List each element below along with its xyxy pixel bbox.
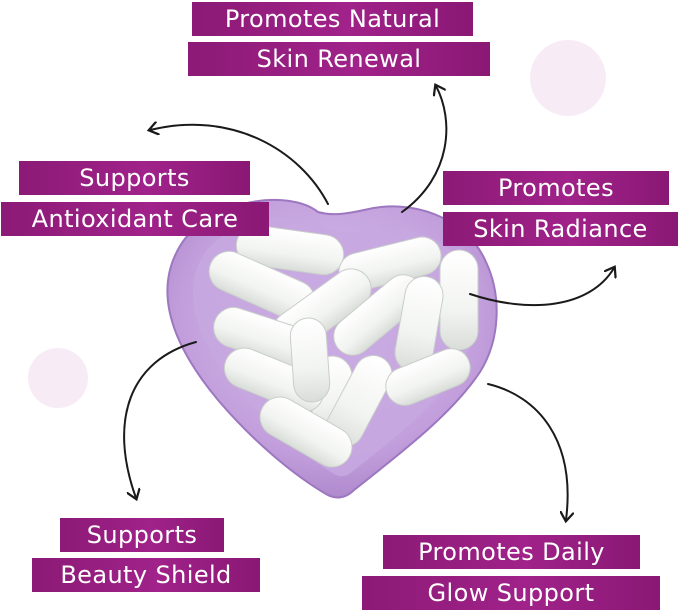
arrow-to-bottom-left <box>123 341 197 498</box>
callout-top-center-line1: Promotes Natural <box>192 2 473 36</box>
callout-top-center-line2: Skin Renewal <box>188 42 490 76</box>
decor-blob-top-right <box>530 40 606 116</box>
arrow-to-bottom-right <box>487 383 568 520</box>
capsules <box>208 224 479 468</box>
arrow-to-top-center <box>401 86 448 213</box>
callout-arrows <box>123 86 614 520</box>
callout-left-upper-line2: Antioxidant Care <box>1 202 269 236</box>
arrow-to-right-upper <box>469 268 614 307</box>
callout-bottom-left-line2: Beauty Shield <box>32 558 260 592</box>
callout-right-upper-line2: Skin Radiance <box>443 212 678 246</box>
decor-blob-left <box>28 348 88 408</box>
callout-right-upper-line1: Promotes <box>443 171 669 205</box>
callout-bottom-right-line2: Glow Support <box>362 576 660 610</box>
callout-bottom-left-line1: Supports <box>60 518 224 552</box>
callout-left-upper-line1: Supports <box>19 161 250 195</box>
callout-bottom-right-line1: Promotes Daily <box>383 535 640 569</box>
arrow-to-left-upper <box>150 125 329 205</box>
